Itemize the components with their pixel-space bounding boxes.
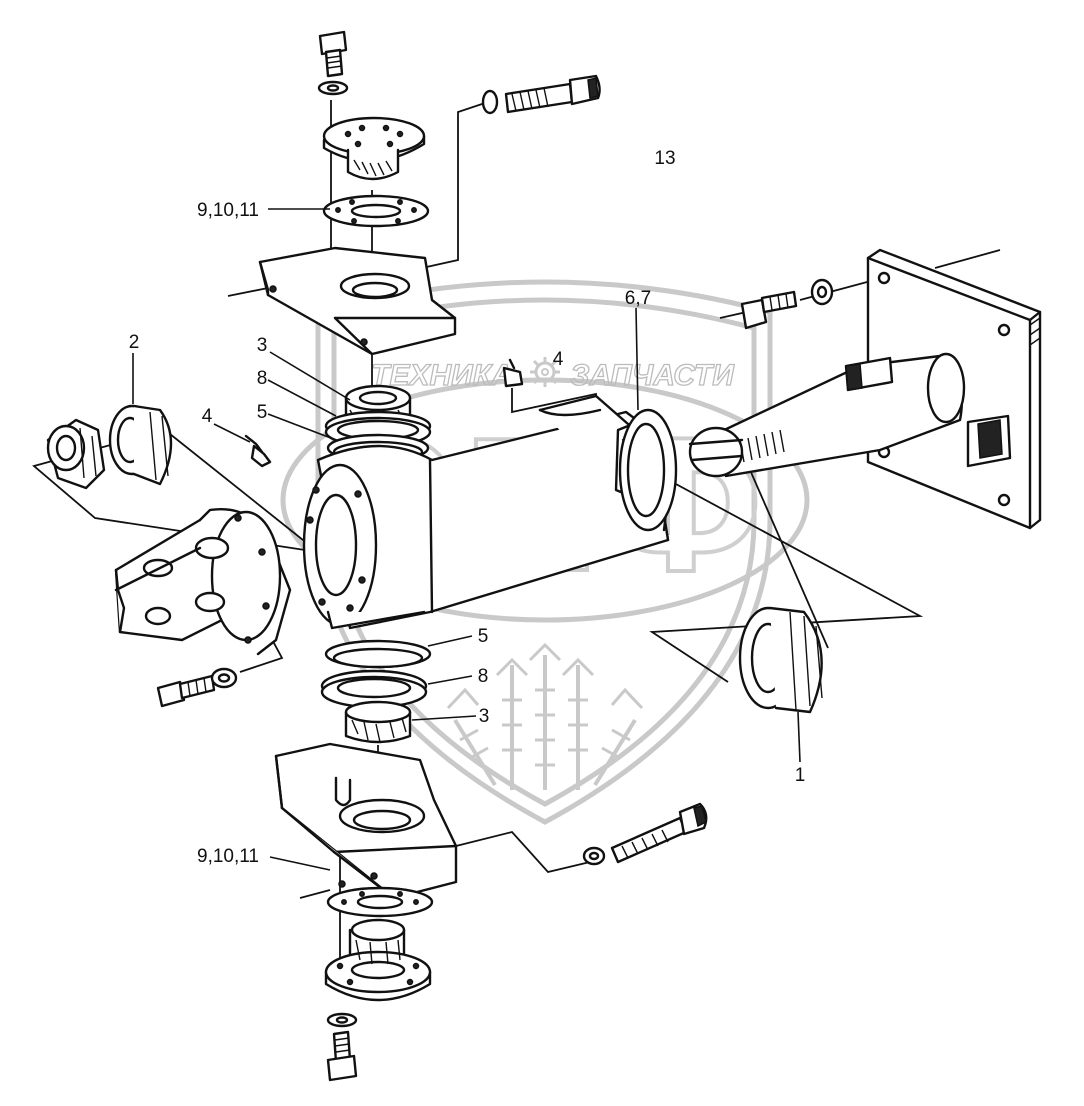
left-grease-fitting-4	[244, 434, 272, 468]
watermark-right-text: ЗАПЧАСТИ	[570, 359, 735, 392]
bottom-steering-arm	[274, 742, 458, 900]
callout-8-bottom: 8	[478, 666, 489, 687]
top-kingpin-cap	[322, 116, 426, 181]
top-steering-arm	[258, 246, 457, 356]
callout-4-left: 4	[202, 406, 213, 427]
callout-2: 2	[129, 332, 140, 353]
callout-1: 1	[795, 765, 806, 786]
bearing1-axis	[749, 469, 829, 649]
bottom-right-bolt	[582, 802, 708, 866]
bottom-seal-8	[320, 669, 428, 709]
left-clevis-flange	[114, 507, 292, 656]
left-bolt	[156, 667, 238, 708]
right-bolt	[740, 278, 834, 330]
callout-5-bottom: 5	[478, 626, 489, 647]
left-bearing-2	[108, 404, 173, 486]
callout-6-7: 6,7	[625, 288, 651, 309]
bottom-bolt-axis	[455, 830, 591, 873]
top-bolt-axis	[421, 101, 489, 269]
top-bolt	[318, 30, 348, 78]
top-right-bolt	[481, 74, 601, 115]
bottom-shim-plate	[326, 886, 434, 918]
spindle-shaft	[688, 352, 1012, 478]
callout-9-10-11-top: 9,10,11	[197, 200, 259, 221]
bottom-bolt	[326, 1030, 358, 1082]
callout-13: 13	[654, 148, 675, 169]
right-grease-fitting-4	[502, 358, 524, 388]
callout-4-right: 4	[553, 349, 564, 370]
bottom-ring-5	[324, 639, 432, 669]
wheat-ears-icon	[446, 642, 644, 790]
callout-3-top: 3	[257, 335, 268, 356]
callout-labels: 13 9,10,11 6,7 2 3 4 8 4 5 5 8 3 1 9,10,…	[129, 148, 806, 867]
callout-8-top: 8	[257, 368, 268, 389]
bottom-kingpin-cap	[324, 918, 432, 1002]
left-castle-nut	[46, 418, 106, 490]
top-shim-plate	[322, 194, 430, 228]
callout-5-top: 5	[257, 402, 268, 423]
top-washer	[317, 80, 349, 96]
gear-icon	[530, 357, 560, 387]
callout-9-10-11-bottom: 9,10,11	[197, 846, 259, 867]
bearing-cup-1	[738, 606, 823, 714]
bottom-bushing-3	[344, 700, 412, 744]
callout-leaders	[132, 208, 801, 871]
callout-3-bottom: 3	[479, 706, 490, 727]
bottom-washer	[326, 1012, 358, 1028]
top-axis-left	[227, 287, 269, 297]
seal-ring-6-7	[618, 408, 678, 532]
bottom-left-axis	[299, 889, 331, 899]
